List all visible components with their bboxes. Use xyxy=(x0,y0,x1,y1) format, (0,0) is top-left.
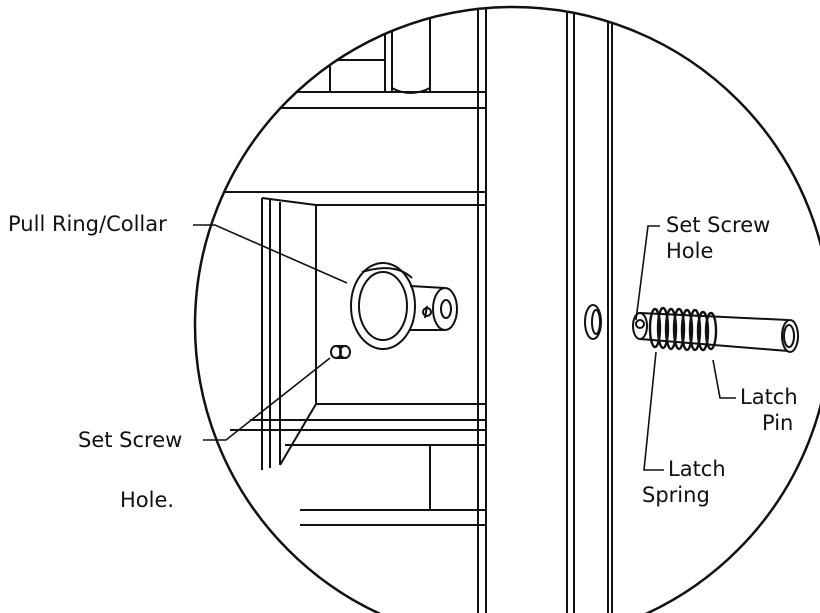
label-pull-ring-collar: Pull Ring/Collar xyxy=(8,212,167,236)
label-latch-spring-line1: Latch xyxy=(668,457,726,481)
label-set-screw-hole-line2: Hole xyxy=(666,239,714,263)
label-set-screw-hole: Set Screw Hole xyxy=(666,212,770,264)
set-screw-part xyxy=(330,345,351,359)
label-set-screw: Set Screw xyxy=(78,428,183,452)
latch-spring-part xyxy=(648,306,718,352)
label-latch-pin-line1: Latch xyxy=(740,385,798,409)
leader-latch-pin xyxy=(712,359,736,399)
leader-latch-spring xyxy=(643,351,664,471)
leader-set-screw-hole xyxy=(635,225,660,321)
detail-circle-outline xyxy=(193,5,820,613)
label-latch-spring: Latch Spring xyxy=(642,456,726,508)
label-latch-spring-line2: Spring xyxy=(642,483,710,507)
label-set-screw-hole-line1: Set Screw xyxy=(666,213,771,237)
detail-view xyxy=(195,7,799,613)
pull-ring-collar xyxy=(350,262,458,350)
lower-frame-bar xyxy=(230,429,486,526)
vertical-post xyxy=(384,7,431,94)
label-latch-pin-line2: Pin xyxy=(762,411,794,435)
window-opening xyxy=(250,197,486,470)
label-latch-pin: Latch Pin xyxy=(740,384,798,436)
column-hole xyxy=(584,304,602,340)
leader-lines xyxy=(193,224,736,471)
vertical-column xyxy=(477,7,613,613)
leader-pull-ring xyxy=(193,224,348,284)
label-hole-fragment: Hole. xyxy=(120,488,175,512)
leader-set-screw xyxy=(203,357,331,441)
